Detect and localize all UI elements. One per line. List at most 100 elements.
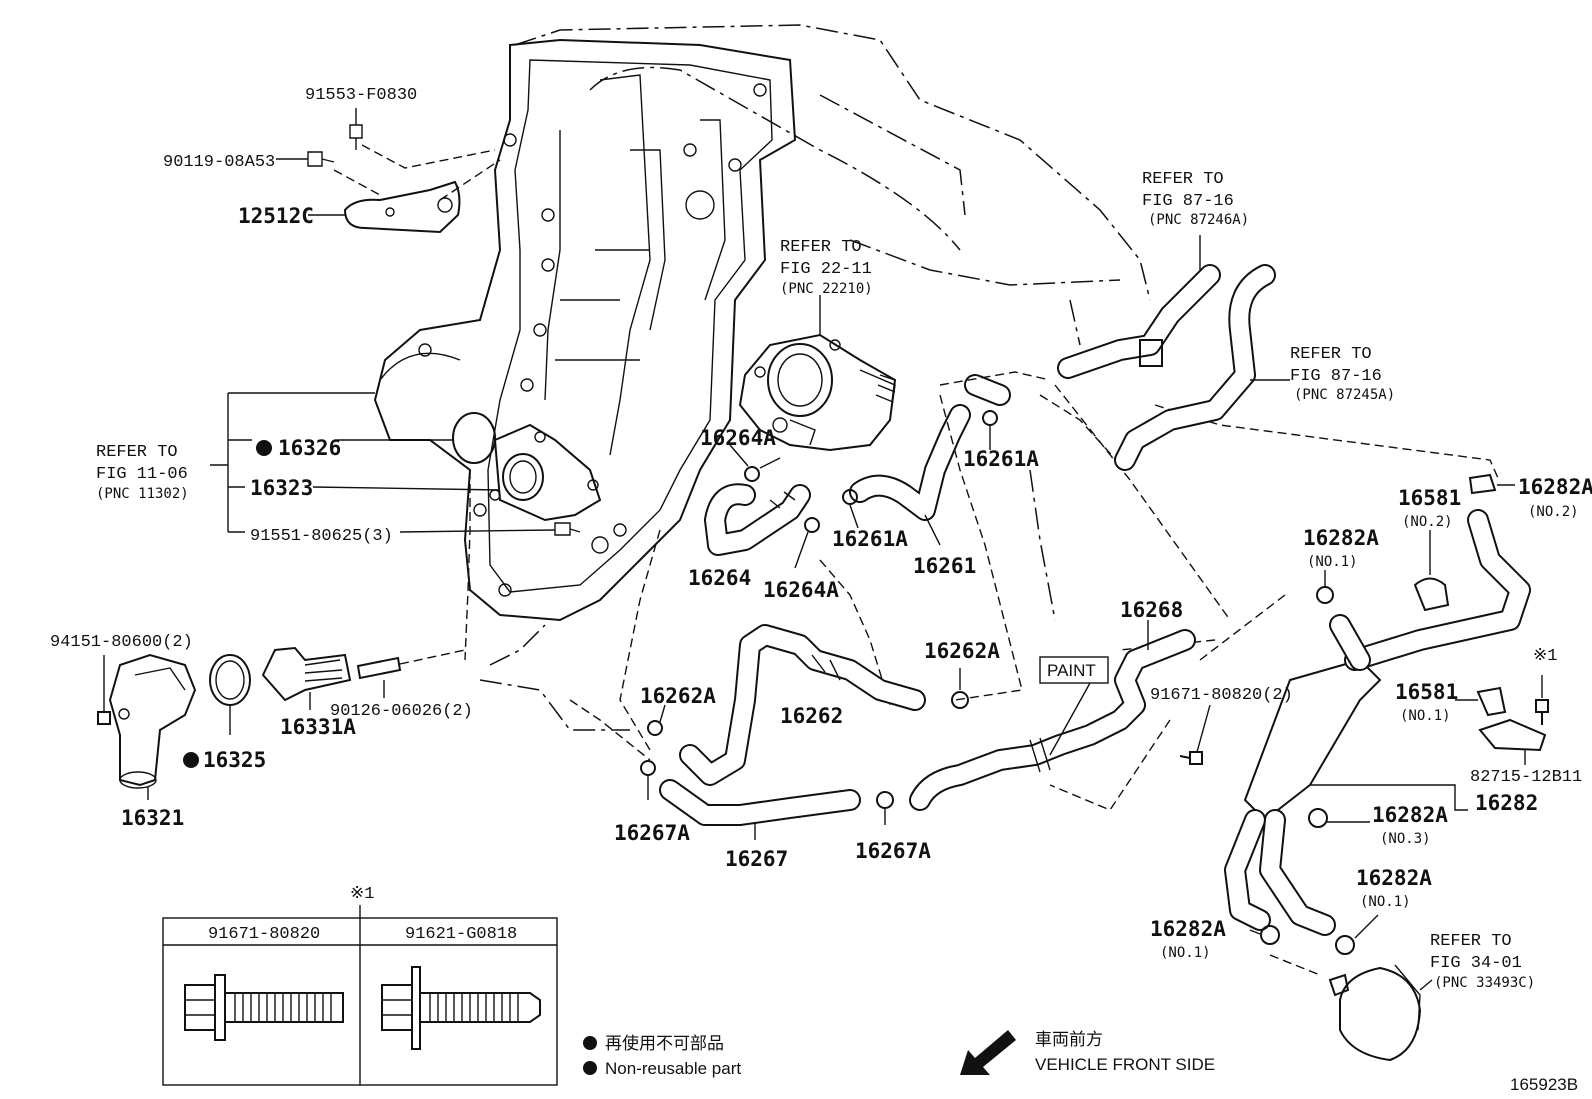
label-16282a-no1-mid-sub: (NO.1) bbox=[1360, 894, 1411, 910]
clamp-16282a-no1-left bbox=[1249, 925, 1280, 945]
label-16262: 16262 bbox=[780, 704, 843, 728]
thermostat-parts bbox=[97, 646, 466, 800]
label-16261: 16261 bbox=[913, 554, 976, 578]
label-16264a-bottom: 16264A bbox=[763, 578, 839, 602]
bolt-mark1 bbox=[1535, 675, 1549, 725]
non-reusable-marker-16326 bbox=[256, 440, 272, 456]
legend-en: Non-reusable part bbox=[605, 1059, 741, 1078]
label-paint: PAINT bbox=[1047, 661, 1096, 680]
label-refer-fig22-line3: (PNC 22210) bbox=[780, 281, 873, 297]
oil-cooler-33493c bbox=[1328, 964, 1433, 1062]
bolt-91671 bbox=[1179, 704, 1211, 765]
label-16261a-mid: 16261A bbox=[832, 527, 908, 551]
label-16282a-no1-top-sub: (NO.1) bbox=[1307, 554, 1358, 570]
clamp-16264a-top bbox=[729, 444, 781, 482]
water-inlet-housing-16323 bbox=[452, 412, 602, 536]
label-refer-fig11-line3: (PNC 11302) bbox=[96, 486, 189, 502]
leaders-top-left bbox=[276, 108, 501, 216]
hose-16267 bbox=[659, 779, 861, 826]
paint-callout bbox=[1039, 656, 1109, 756]
direction-en: VEHICLE FRONT SIDE bbox=[1035, 1055, 1215, 1074]
hose-16262 bbox=[679, 624, 926, 786]
label-16268: 16268 bbox=[1120, 598, 1183, 622]
non-reusable-marker-16325 bbox=[183, 752, 199, 768]
label-16581-no2-sub: (NO.2) bbox=[1402, 514, 1453, 530]
clamp-16262a-left bbox=[647, 704, 666, 736]
legend-bullet-jp bbox=[583, 1036, 597, 1050]
bolt-table bbox=[162, 905, 558, 1086]
label-16282a-no1-left-sub: (NO.1) bbox=[1160, 945, 1211, 961]
leader-16282 bbox=[1310, 784, 1468, 811]
hose-87245a bbox=[1114, 264, 1290, 471]
label-refer-fig87b-line1: REFER TO bbox=[1290, 345, 1372, 364]
label-82715-12b11: 82715-12B11 bbox=[1470, 768, 1582, 787]
label-16282: 16282 bbox=[1475, 791, 1538, 815]
clamp-16261a-top bbox=[982, 410, 998, 450]
label-16264: 16264 bbox=[688, 566, 751, 590]
label-refer-fig87a-line2: FIG 87-16 bbox=[1142, 192, 1234, 211]
label-refer-fig34-line3: (PNC 33493C) bbox=[1434, 975, 1535, 991]
clamp-16282a-no1-top bbox=[1316, 570, 1334, 604]
label-16267: 16267 bbox=[725, 847, 788, 871]
clamp-16282a-no3 bbox=[1308, 808, 1370, 828]
leader-16261 bbox=[924, 514, 941, 546]
label-refer-fig87b-line3: (PNC 87245A) bbox=[1294, 387, 1395, 403]
label-refer-fig87a-line1: REFER TO bbox=[1142, 170, 1224, 189]
engine-phantom-lines bbox=[479, 24, 1151, 731]
label-16331a: 16331A bbox=[280, 715, 356, 739]
label-refer-fig22-line2: FIG 22-11 bbox=[780, 260, 872, 279]
label-90126-06026: 90126-06026(2) bbox=[330, 702, 473, 721]
label-16581-no1: 16581 bbox=[1395, 680, 1458, 704]
figure-number: 165923B bbox=[1510, 1075, 1578, 1094]
vehicle-front-arrow-icon bbox=[960, 1030, 1016, 1075]
hose-16264 bbox=[704, 483, 811, 556]
bolt-91621-g0818-drawing bbox=[381, 966, 541, 1050]
label-91671-80820: 91671-80820(2) bbox=[1150, 686, 1293, 705]
label-90119-08a53: 90119-08A53 bbox=[163, 153, 275, 172]
label-16282a-no1-top: 16282A bbox=[1303, 526, 1379, 550]
bracket-82715 bbox=[1478, 718, 1547, 765]
label-16282a-no3: 16282A bbox=[1372, 803, 1448, 827]
label-16323: 16323 bbox=[250, 476, 313, 500]
clamp-16282a-no1-mid bbox=[1335, 914, 1379, 955]
label-16262a-left: 16262A bbox=[640, 684, 716, 708]
label-refer-fig87a-line3: (PNC 87246A) bbox=[1148, 212, 1249, 228]
label-16282a-no1-mid: 16282A bbox=[1356, 866, 1432, 890]
label-16326: 16326 bbox=[278, 436, 341, 460]
table-header-91621-g0818: 91621-G0818 bbox=[405, 925, 517, 944]
timing-cover-outline bbox=[373, 38, 797, 622]
clamp-16261a-mid bbox=[842, 489, 859, 529]
clip-16581-no1 bbox=[1455, 686, 1507, 717]
clip-16581-no2 bbox=[1413, 530, 1450, 612]
leaders-left-group bbox=[210, 392, 556, 661]
labels: 91553-F0830 90119-08A53 12512C REFER TO … bbox=[50, 86, 1592, 1094]
clamp-16282a-no2 bbox=[1468, 473, 1515, 495]
label-16264a-top: 16264A bbox=[700, 426, 776, 450]
label-16282a-no2: 16282A bbox=[1518, 475, 1592, 499]
table-mark: ※1 bbox=[350, 885, 374, 904]
label-16267a-right: 16267A bbox=[855, 839, 931, 863]
label-16267a-left: 16267A bbox=[614, 821, 690, 845]
label-16261a-top: 16261A bbox=[963, 447, 1039, 471]
label-12512c: 12512C bbox=[238, 204, 314, 228]
throttle-body bbox=[738, 295, 897, 452]
hose-16268 bbox=[909, 629, 1196, 811]
legend-bullet-en bbox=[583, 1061, 597, 1075]
hose-16261 bbox=[849, 374, 1011, 521]
clamp-16267a-left bbox=[640, 760, 656, 800]
label-refer-fig34-line2: FIG 34-01 bbox=[1430, 954, 1522, 973]
label-16581-no1-sub: (NO.1) bbox=[1400, 708, 1451, 724]
label-16282a-no1-left: 16282A bbox=[1150, 917, 1226, 941]
direction-jp: 車両前方 bbox=[1035, 1030, 1103, 1049]
legend-jp: 再使用不可部品 bbox=[605, 1033, 724, 1053]
table-header-91671-80820: 91671-80820 bbox=[208, 925, 320, 944]
label-refer-fig87b-line2: FIG 87-16 bbox=[1290, 367, 1382, 386]
label-16581-no2: 16581 bbox=[1398, 486, 1461, 510]
label-16282a-no3-sub: (NO.3) bbox=[1380, 831, 1431, 847]
hose-87246a bbox=[1057, 235, 1221, 379]
label-16262a-right: 16262A bbox=[924, 639, 1000, 663]
clamp-16267a-right bbox=[876, 791, 894, 825]
label-refer-fig11-line2: FIG 11-06 bbox=[96, 465, 188, 484]
bracket-12512c bbox=[307, 124, 461, 234]
